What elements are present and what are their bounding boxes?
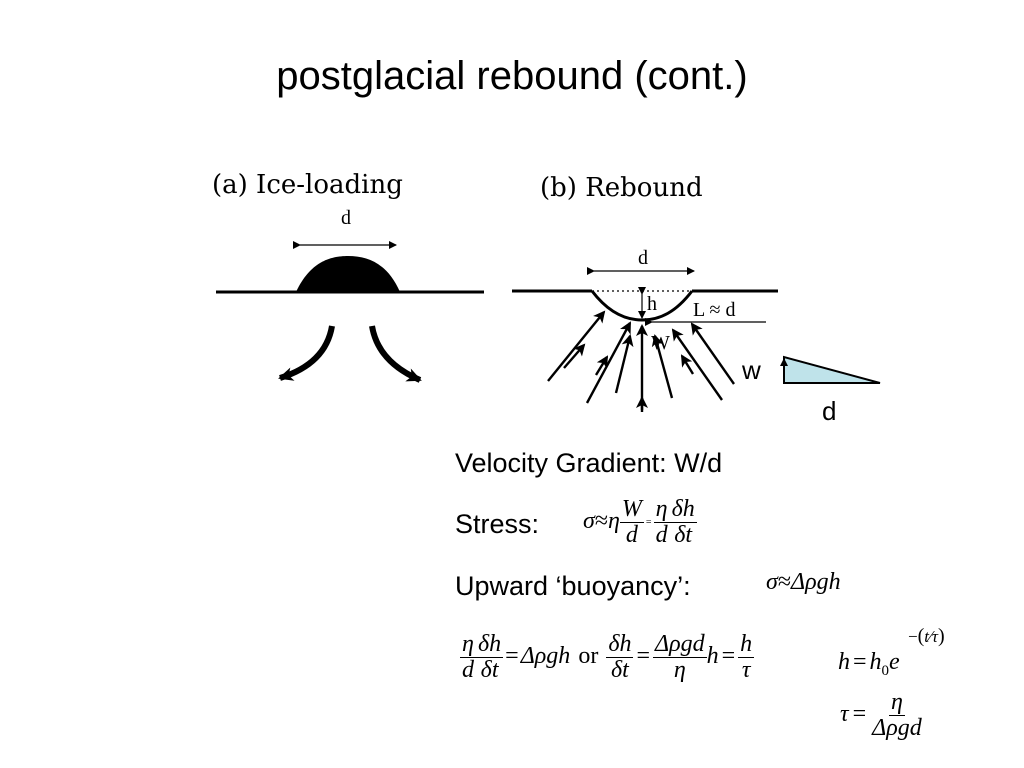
frac-denominator: τ [741,657,751,684]
symbol-equals: = [636,643,651,670]
symbol-h: h [706,643,719,670]
frac-numerator: δh [669,496,697,524]
exponent-slash: ⁄ [929,627,932,646]
frac-numerator: h [738,631,755,659]
panel-b-depth-label: h [647,293,657,315]
frac-denominator: Δρgd [872,715,922,742]
word-or: or [578,643,599,670]
frac-denominator: η [673,657,686,684]
symbol-equals: = [505,643,519,670]
symbol-tau: τ [840,701,849,728]
symbol-e: e [889,649,900,675]
frac-numerator: δh [606,631,634,659]
symbol-eta: η [608,508,620,535]
symbol-small-equals: = [645,516,652,528]
triangle-height-label: w [742,355,761,385]
panel-b-drawing [512,267,778,412]
frac-numerator: W [619,496,644,524]
symbol-h0: h [869,649,882,675]
panel-a-drawing [216,241,484,383]
flow-arrow-right [369,325,422,383]
frac-denominator: d [462,657,474,684]
frac-numerator: δh [476,631,504,659]
frac-denominator: δt [674,522,693,549]
frac-numerator: η [653,496,670,524]
upflow-arrow [563,343,586,369]
depression-curve [590,290,694,322]
upflow-arrow [594,355,609,376]
panel-b-width-label: d [638,247,648,269]
symbol-h: h [838,649,850,675]
frac-denominator: d [625,522,638,549]
subscript-zero: 0 [881,662,890,679]
frac-numerator: η [460,631,476,659]
frac-numerator: η [888,689,905,717]
panel-b-length-label: L ≈ d [693,299,736,321]
upflow-arrow [651,334,674,399]
upflow-arrow [671,328,723,401]
triangle-sketch [780,355,881,384]
symbol-delta-rho-gh: Δρgh [791,569,841,595]
symbol-sigma: σ [766,569,778,595]
upflow-arrow [680,354,695,375]
stress-label: Stress: [455,509,540,539]
ice-load-dome [296,256,400,292]
frac-denominator: d [655,522,668,549]
symbol-delta-rho-gh: Δρgh [520,643,571,670]
upward-buoyancy-label: Upward ‘buoyancy’: [455,571,691,601]
symbol-equals: = [721,643,736,670]
symbol-sigma: σ [583,508,595,535]
upflow-arrow [690,322,735,385]
frac-denominator: δt [610,657,629,684]
upflow-arrow [614,334,634,394]
flow-arrow-left [278,325,335,381]
exponent-tau: τ [931,627,938,646]
symbol-equals: = [852,701,867,728]
exponent: −(t⁄τ) [908,625,945,647]
velocity-gradient-text: Velocity Gradient: W/d [455,448,723,478]
symbol-equals: = [853,649,867,675]
triangle-base-label: d [822,396,837,426]
panel-b-velocity-label: W [651,332,670,354]
panel-a-width-label: d [341,207,351,229]
upflow-arrow [547,310,606,382]
panel-b-label: (b) Rebound [540,173,703,203]
frac-numerator: Δρgd [653,631,707,659]
slide-title: postglacial rebound (cont.) [276,54,748,98]
exponential-solution: h=h0e [838,650,900,679]
exponent-minus: − [908,627,918,646]
triangle-shape [783,355,881,384]
buoyancy-equation: σ≈Δρgh [766,570,841,594]
symbol-approx: ≈ [594,508,609,535]
frac-denominator: δt [480,657,499,684]
symbol-approx: ≈ [777,569,792,595]
exponent-t: t [924,627,929,646]
panel-a-label: (a) Ice-loading [212,170,403,200]
